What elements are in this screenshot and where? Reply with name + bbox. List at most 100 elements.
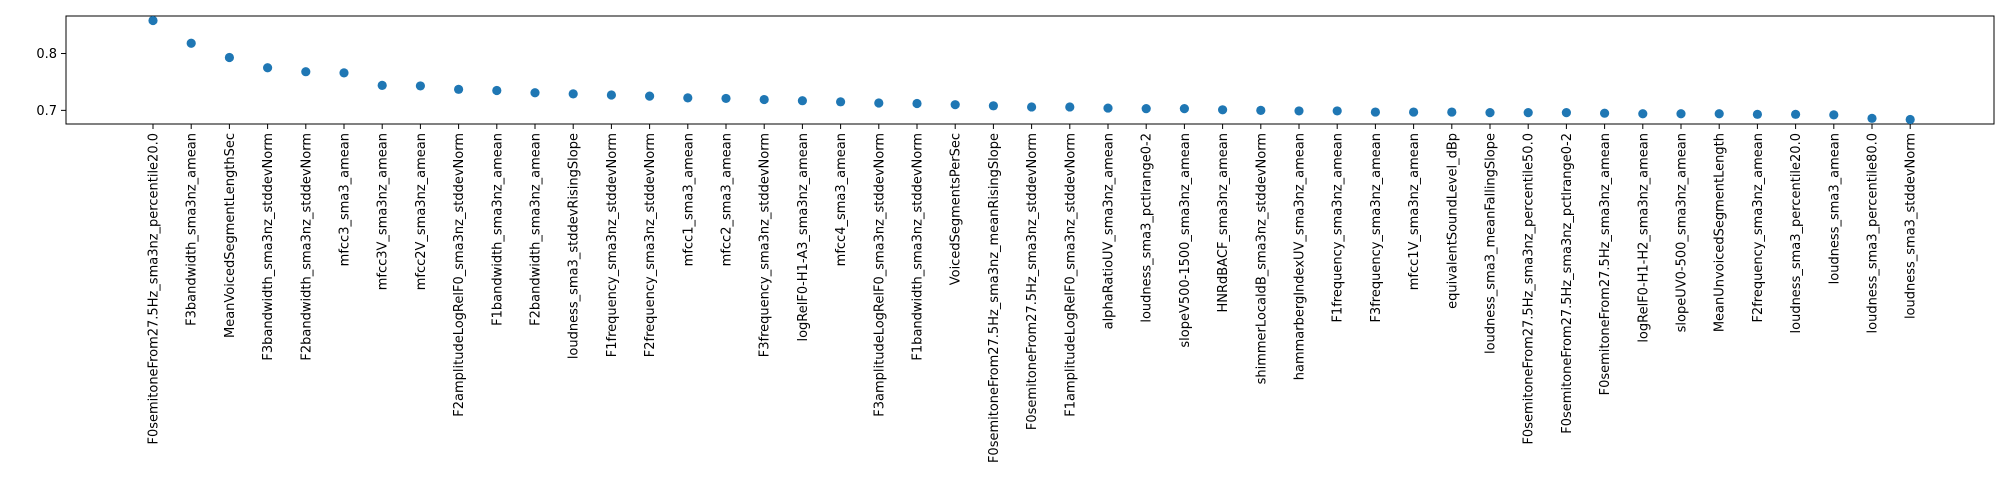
data-point (263, 63, 273, 73)
data-point (1867, 113, 1877, 123)
x-tick-label: F1bandwidth_sma3nz_amean (490, 133, 505, 326)
x-tick-label: mfcc3_sma3_amean (338, 133, 353, 266)
data-point (950, 100, 960, 110)
plot-frame (65, 15, 1995, 125)
x-tick-label: F1amplitudeLogRelF0_sma3nz_stddevNorm (1063, 133, 1078, 417)
x-tick-label: HNRdBACF_sma3nz_amean (1216, 133, 1231, 313)
data-point (224, 52, 234, 63)
y-tick-label: 0.7 (36, 104, 57, 119)
x-tick-label: slopeUV0-500_sma3nz_amean (1675, 133, 1690, 332)
data-point (874, 98, 884, 108)
x-tick-label: loudness_sma3_pctlrange0-2 (1140, 133, 1155, 323)
x-tick-label: F0semitoneFrom27.5Hz_sma3nz_amean (1598, 133, 1613, 395)
data-point (454, 84, 464, 94)
x-tick-label: mfcc2_sma3_amean (720, 133, 735, 266)
data-point (1791, 109, 1801, 119)
data-point (1714, 109, 1724, 119)
x-tick-label: F3amplitudeLogRelF0_sma3nz_stddevNorm (872, 133, 887, 417)
data-point (721, 93, 731, 104)
x-tick-label: MeanVoicedSegmentLengthSec (223, 133, 238, 338)
x-tick-label: F3frequency_sma3nz_amean (1369, 133, 1384, 323)
data-point (797, 96, 808, 106)
data-point (1179, 104, 1189, 114)
x-tick-label: F1frequency_sma3nz_amean (1331, 133, 1346, 323)
data-point (1600, 108, 1610, 118)
x-tick-label: VoicedSegmentsPerSec (949, 133, 964, 285)
x-tick-label: F2frequency_sma3nz_amean (1751, 133, 1766, 323)
x-tick-label: logRelF0-H1-H2_sma3nz_amean (1636, 133, 1651, 343)
x-tick-label: F0semitoneFrom27.5Hz_sma3nz_pctlrange0-2 (1560, 133, 1575, 434)
data-point (1294, 106, 1304, 116)
data-point (1256, 105, 1266, 115)
x-tick-label: mfcc2V_sma3nz_amean (414, 133, 429, 290)
x-tick-label: F3frequency_sma3nz_stddevNorm (758, 133, 773, 357)
x-tick-label: shimmerLocaldB_sma3nz_stddevNorm (1254, 133, 1269, 384)
x-tick-label: alphaRatioUV_sma3nz_amean (1102, 133, 1117, 329)
x-tick-label: F2amplitudeLogRelF0_sma3nz_stddevNorm (452, 133, 467, 417)
plot-area (65, 15, 1995, 125)
data-point (492, 85, 502, 96)
x-tick-label: mfcc1V_sma3nz_amean (1407, 133, 1422, 290)
data-point (759, 94, 769, 105)
data-point (377, 80, 387, 90)
x-tick-label: F3bandwidth_sma3nz_amean (185, 133, 200, 326)
data-point (1447, 107, 1457, 117)
x-axis: F0semitoneFrom27.5Hz_sma3nz_percentile20… (147, 124, 1919, 463)
y-axis: 0.7 0.8 (36, 47, 66, 119)
data-point (1905, 114, 1915, 125)
data-point (1638, 109, 1648, 119)
x-tick-label: F0semitoneFrom27.5Hz_sma3nz_percentile50… (1522, 133, 1537, 445)
data-point (148, 15, 158, 26)
data-point (1485, 108, 1495, 118)
x-tick-label: mfcc1_sma3_amean (681, 133, 696, 266)
x-tick-label: mfcc3V_sma3nz_amean (376, 133, 391, 290)
x-tick-label: F1bandwidth_sma3nz_stddevNorm (911, 133, 926, 361)
x-tick-label: logRelF0-H1-A3_sma3nz_amean (796, 133, 811, 342)
data-point (1523, 108, 1533, 118)
x-tick-label: F0semitoneFrom27.5Hz_sma3nz_percentile20… (147, 133, 162, 445)
data-point (1829, 110, 1839, 120)
data-point (1370, 107, 1380, 117)
data-point (1332, 106, 1342, 116)
data-point (1027, 102, 1037, 112)
data-point (645, 91, 655, 101)
x-tick-label: hammarbergIndexUV_sma3nz_amean (1293, 133, 1308, 380)
x-tick-label: loudness_sma3_percentile80.0 (1866, 133, 1881, 333)
x-tick-label: F3bandwidth_sma3nz_stddevNorm (261, 133, 276, 361)
data-point (1103, 103, 1113, 113)
data-point (1676, 109, 1686, 119)
x-tick-label: F0semitoneFrom27.5Hz_sma3nz_meanRisingSl… (987, 133, 1002, 463)
data-point (1409, 107, 1419, 117)
data-point (912, 98, 922, 109)
data-point (988, 101, 999, 111)
x-tick-label: MeanUnvoicedSegmentLength (1713, 133, 1728, 332)
x-tick-label: equivalentSoundLevel_dBp (1445, 133, 1460, 309)
x-tick-label: loudness_sma3_meanFallingSlope (1484, 133, 1499, 354)
y-tick-label: 0.8 (36, 47, 57, 62)
data-point (1561, 108, 1571, 118)
data-point (530, 88, 540, 98)
data-point (339, 68, 349, 78)
x-tick-label: loudness_sma3_stddevNorm (1904, 133, 1919, 319)
x-tick-label: loudness_sma3_percentile20.0 (1789, 133, 1804, 333)
data-point (415, 81, 425, 91)
x-tick-label: mfcc4_sma3_amean (834, 133, 849, 266)
data-points (148, 15, 1915, 125)
x-tick-label: F1frequency_sma3nz_stddevNorm (605, 133, 620, 357)
data-point (568, 89, 578, 99)
x-tick-label: slopeV500-1500_sma3nz_amean (1178, 133, 1193, 348)
data-point (1752, 109, 1762, 119)
x-tick-label: loudness_sma3_stddevRisingSlope (567, 133, 582, 359)
x-tick-label: F2bandwidth_sma3nz_amean (529, 133, 544, 326)
data-point (301, 67, 311, 77)
data-point (606, 90, 617, 100)
x-tick-label: F0semitoneFrom27.5Hz_sma3nz_stddevNorm (1025, 133, 1040, 430)
data-point (683, 93, 693, 103)
data-point (1141, 104, 1151, 114)
x-tick-label: F2bandwidth_sma3nz_stddevNorm (299, 133, 314, 361)
data-point (186, 38, 196, 48)
data-point (1218, 105, 1228, 115)
x-tick-label: F2frequency_sma3nz_stddevNorm (643, 133, 658, 357)
x-tick-label: loudness_sma3_amean (1827, 133, 1842, 284)
